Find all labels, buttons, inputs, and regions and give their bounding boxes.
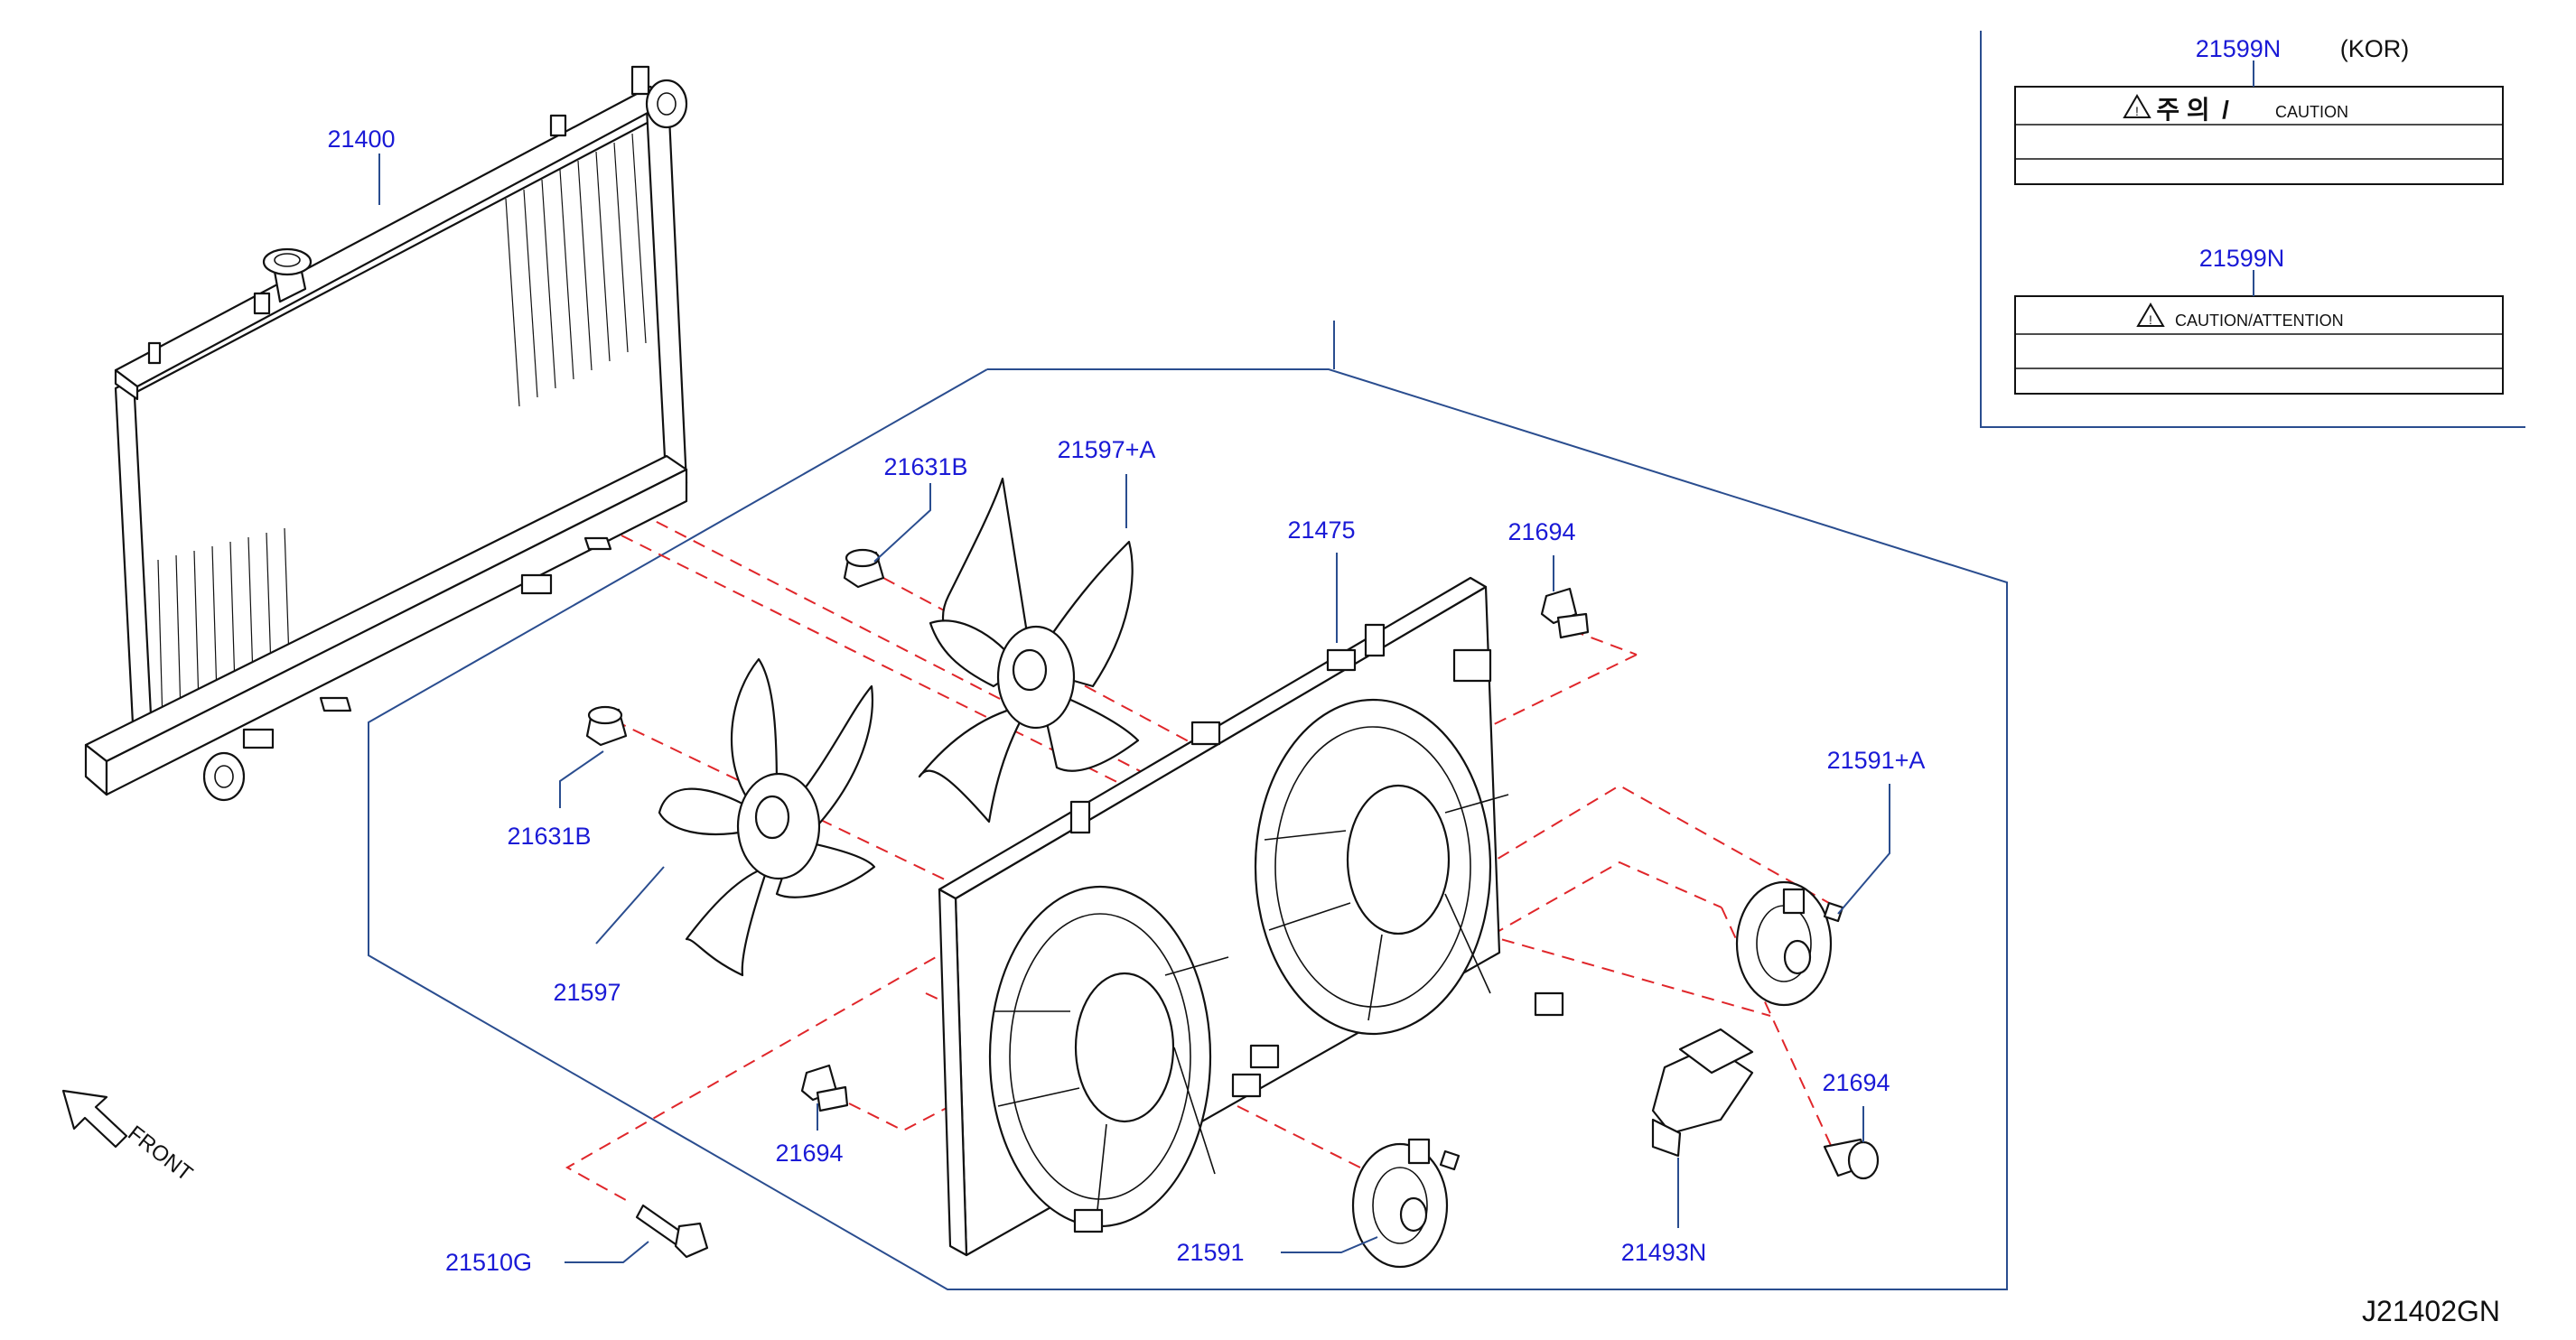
label-panel: ! 주 의 / CAUTION 21599N (KOR) ! CAUTION/A… (1980, 31, 2525, 428)
radiator (84, 65, 688, 802)
warning-triangle-icon (2123, 94, 2151, 118)
svg-text:!: ! (2149, 312, 2152, 327)
label-standard-part-number: 21599N (2199, 245, 2285, 272)
callout-shroud: 21475 (1287, 516, 1355, 544)
caution-kor-korean: 주 의 (2156, 96, 2209, 124)
bolt-right (1823, 1138, 1880, 1180)
fan-upper (918, 477, 1140, 824)
fan-upper-nut (843, 548, 885, 589)
callout-bolt-right: 21694 (1822, 1069, 1890, 1096)
front-arrow-icon (61, 1089, 128, 1149)
callout-bolt-lower: 21510G (445, 1249, 532, 1276)
callout-radiator: 21400 (327, 126, 395, 153)
label-kor-part-number: 21599N (2196, 35, 2282, 62)
callout-fan-left-nut: 21631B (507, 823, 591, 850)
callout-fan-upper-nut: 21631B (883, 453, 967, 480)
svg-text:!: ! (2135, 104, 2139, 118)
fan-shroud (938, 576, 1564, 1257)
callout-motor-right: 21591+A (1827, 747, 1926, 774)
front-label: FRONT (123, 1121, 197, 1186)
front-direction-indicator: FRONT (61, 1089, 197, 1186)
callout-fan-left: 21597 (553, 979, 621, 1006)
drawing-code: J21402GN (2362, 1295, 2500, 1327)
callout-fan-upper: 21597+A (1058, 436, 1156, 463)
fan-left-nut (585, 705, 628, 747)
callout-bolt-shroud-left: 21694 (775, 1140, 843, 1167)
resistor (1651, 1028, 1754, 1158)
caution-standard-text: CAUTION/ATTENTION (2175, 312, 2344, 330)
caution-label-kor: ! 주 의 / CAUTION (2014, 86, 2504, 185)
fan-left (658, 657, 876, 977)
callout-resistor: 21493N (1621, 1239, 1707, 1266)
bolt-shroud-top (1540, 587, 1590, 639)
warning-triangle-icon (2136, 302, 2165, 327)
bolt-shroud-left (800, 1064, 849, 1112)
caution-kor-text: CAUTION (2275, 103, 2348, 121)
radiator-core-fins (157, 133, 647, 723)
label-kor-region: (KOR) (2340, 35, 2410, 62)
bolt-lower (635, 1204, 709, 1259)
caution-kor-slash: / (2222, 96, 2229, 124)
caution-label-standard: ! CAUTION/ATTENTION (2014, 295, 2504, 395)
assembly-outline (368, 321, 2008, 1290)
motor-right (1735, 880, 1844, 1007)
motor-lower (1351, 1138, 1461, 1269)
callout-motor-lower: 21591 (1176, 1239, 1244, 1266)
callout-bolt-shroud-top: 21694 (1507, 518, 1575, 545)
